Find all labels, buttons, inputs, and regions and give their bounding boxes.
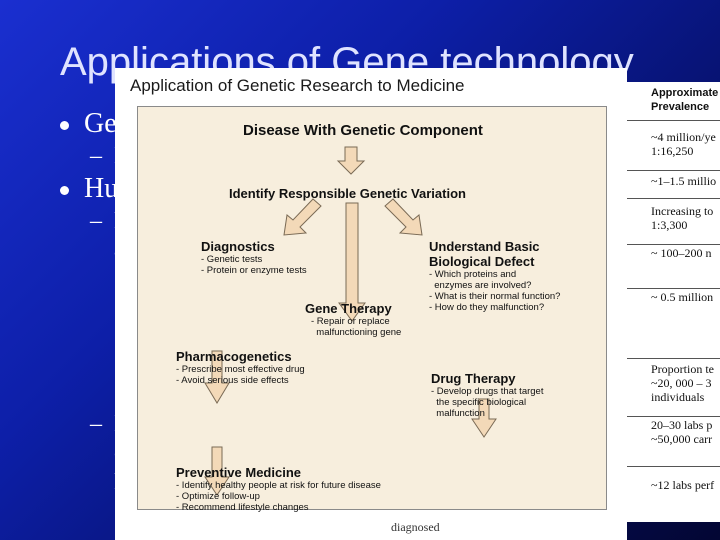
table-divider xyxy=(625,288,720,289)
table-cell: individuals xyxy=(651,390,705,404)
table-cell: ~12 labs perf xyxy=(651,478,715,492)
node-diagnostics: Diagnostics - Genetic tests - Protein or… xyxy=(201,239,307,276)
figure-title: Application of Genetic Research to Medic… xyxy=(130,76,465,95)
node-item: - Protein or enzyme tests xyxy=(201,265,307,276)
node-title: Diagnostics xyxy=(201,239,275,254)
table-divider xyxy=(625,466,720,467)
table-divider xyxy=(625,244,720,245)
node-disease: Disease With Genetic Component xyxy=(243,122,483,139)
arrow-down-left-icon xyxy=(283,198,322,236)
node-identify: Identify Responsible Genetic Variation xyxy=(229,186,466,201)
arrow-down-icon xyxy=(336,146,366,175)
node-item: - How do they malfunction? xyxy=(429,302,545,313)
node-item: - Which proteins and xyxy=(429,269,517,280)
node-item: - Recommend lifestyle changes xyxy=(176,502,309,513)
sub-dash: – xyxy=(90,143,102,169)
node-gene-therapy: Gene Therapy - Repair or replace malfunc… xyxy=(305,301,401,338)
arrow-down-icon xyxy=(338,202,366,322)
table-cell: ~50,000 carr xyxy=(651,432,713,446)
table-cell: 1:16,250 xyxy=(651,144,694,158)
table-divider xyxy=(625,198,720,199)
node-item: - What is their normal function? xyxy=(429,291,561,302)
node-preventive-medicine: Preventive Medicine - Identify healthy p… xyxy=(176,465,381,513)
node-item: - Prescribe most effective drug xyxy=(176,364,305,375)
node-item: enzymes are involved? xyxy=(429,280,532,291)
node-title: Drug Therapy xyxy=(431,371,516,386)
node-item: - Optimize follow-up xyxy=(176,491,260,502)
arrow-down-icon xyxy=(471,398,497,438)
table-cell: ~4 million/ye xyxy=(651,130,716,144)
node-title: Understand Basic xyxy=(429,239,540,254)
table-header: Prevalence xyxy=(651,101,710,113)
arrow-down-icon xyxy=(204,446,230,496)
arrow-down-icon xyxy=(204,350,230,404)
table-divider xyxy=(625,416,720,417)
node-item: - Repair or replace xyxy=(311,316,390,327)
figure-caption: diagnosed xyxy=(391,520,440,534)
sub-dash: – xyxy=(90,411,102,437)
node-item: - Develop drugs that target xyxy=(431,386,544,397)
bullet-dot xyxy=(60,186,69,195)
node-item: - Identify healthy people at risk for fu… xyxy=(176,480,381,491)
node-drug-therapy: Drug Therapy - Develop drugs that target… xyxy=(431,371,543,419)
node-understand: Understand Basic Biological Defect - Whi… xyxy=(429,239,560,313)
table-cell: ~ 100–200 n xyxy=(651,246,712,260)
node-pharmacogenetics: Pharmacogenetics - Prescribe most effect… xyxy=(176,349,305,386)
table-divider xyxy=(625,358,720,359)
arrow-down-right-icon xyxy=(384,198,423,236)
node-item: malfunctioning gene xyxy=(311,327,402,338)
node-title: Pharmacogenetics xyxy=(176,349,292,364)
figure-panel: Application of Genetic Research to Medic… xyxy=(115,68,627,540)
node-item: the specific biological xyxy=(431,397,527,408)
flowchart: Disease With Genetic Component Identify … xyxy=(137,106,607,513)
node-item: malfunction xyxy=(431,408,485,419)
bullet-dot xyxy=(60,121,69,130)
table-cell: Increasing to xyxy=(651,204,714,218)
node-item: - Genetic tests xyxy=(201,254,263,265)
table-cell: Proportion te xyxy=(651,362,714,376)
node-item: - Avoid serious side effects xyxy=(176,375,289,386)
flow-arrows xyxy=(204,146,497,496)
table-cell: 1:3,300 xyxy=(651,218,688,232)
prevalence-table: Approximate Prevalence ~4 million/ye 1:1… xyxy=(625,82,720,522)
table-divider xyxy=(625,120,720,121)
table-cell: ~20, 000 – 3 xyxy=(651,376,712,390)
node-title: Gene Therapy xyxy=(305,301,392,316)
node-title: Preventive Medicine xyxy=(176,465,301,480)
node-title: Biological Defect xyxy=(429,254,535,269)
table-header: Approximate xyxy=(651,87,719,99)
table-cell: ~ 0.5 million xyxy=(651,290,714,304)
table-cell: 20–30 labs p xyxy=(651,418,713,432)
table-cell: ~1–1.5 millio xyxy=(651,174,717,188)
sub-dash: – xyxy=(90,208,102,234)
table-divider xyxy=(625,170,720,171)
